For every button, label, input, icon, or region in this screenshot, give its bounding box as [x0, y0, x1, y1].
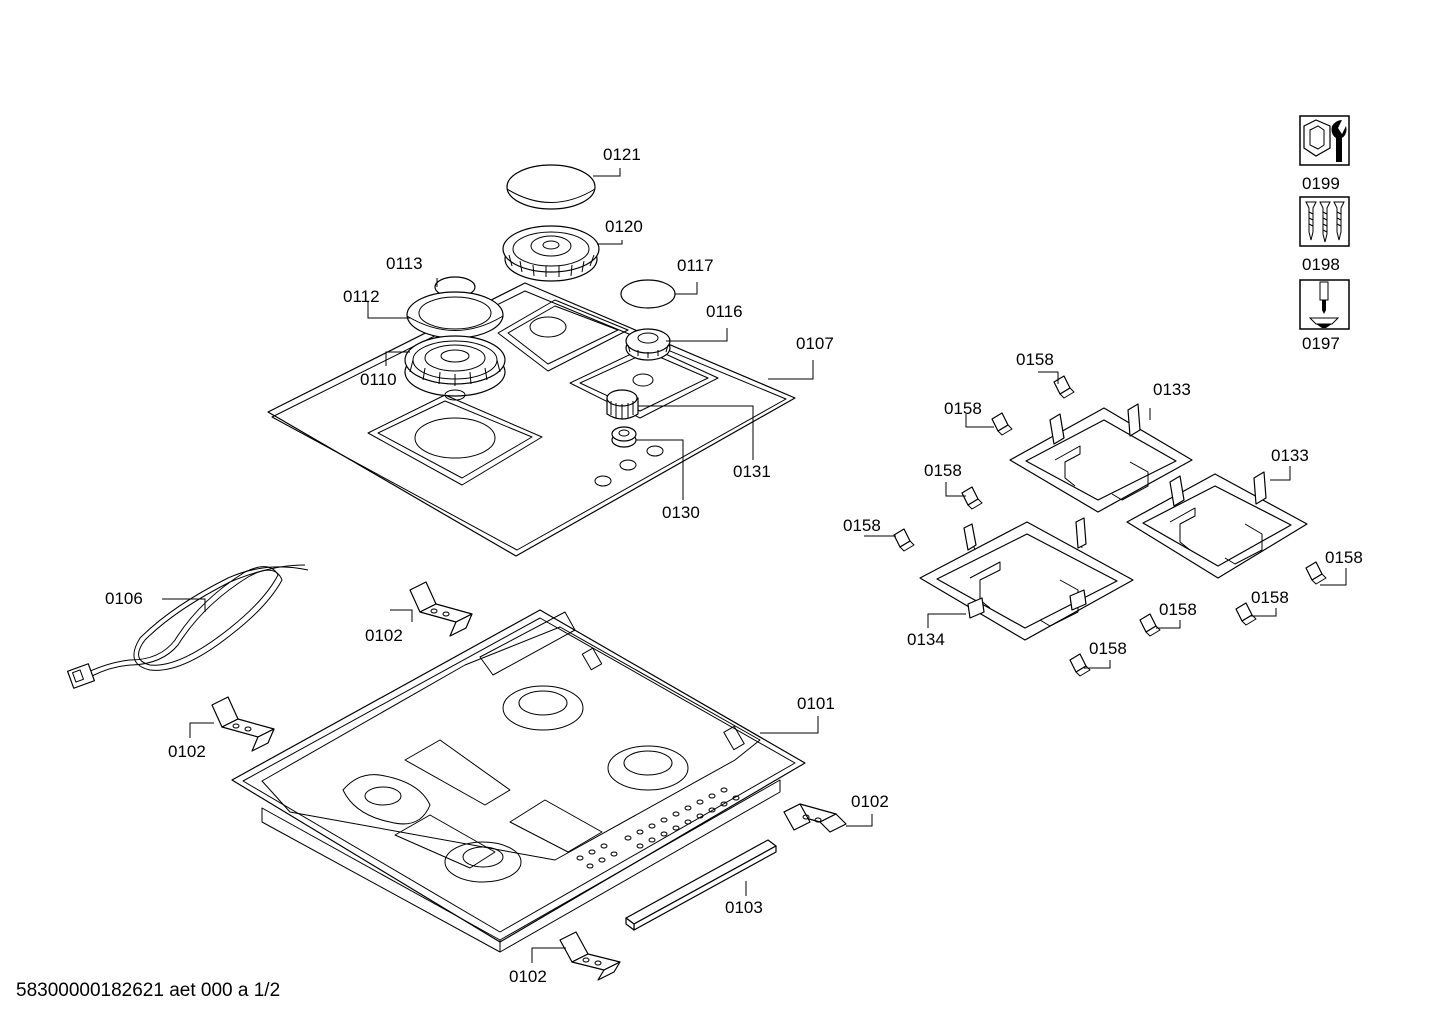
wok-burner-base: [404, 335, 506, 401]
label-0106: 0106: [105, 589, 143, 608]
rubber-foot-clips: [893, 375, 1327, 677]
label-0117: 0117: [677, 256, 714, 275]
clip-1: [1053, 375, 1075, 399]
burner-crown-large: [502, 225, 600, 282]
part-labels: 0121 0120 0113 0117 0112 0116 0107 0110 …: [105, 145, 1363, 986]
knob-bezel: [611, 426, 637, 448]
label-0120: 0120: [605, 217, 643, 236]
mounting-clamp-c: [783, 803, 847, 833]
label-0121: 0121: [603, 145, 641, 164]
control-knob: [606, 389, 639, 420]
label-0158-5: 0158: [1325, 548, 1363, 567]
base-tray: [231, 609, 806, 953]
label-0113: 0113: [386, 254, 423, 273]
pan-support-right-bottom: [1126, 471, 1308, 579]
label-0133-top: 0133: [1153, 380, 1191, 399]
label-0158-1: 0158: [1016, 350, 1054, 369]
leader-lines: [162, 168, 1347, 963]
mounting-clamp-b: [211, 696, 275, 752]
legend-label-0198: 0198: [1302, 255, 1340, 274]
mounting-clamp-d: [559, 931, 621, 981]
screws-icon: [1299, 196, 1350, 247]
clip-4: [893, 528, 915, 552]
burner-small: [625, 328, 671, 361]
screwdriver-icon: [1299, 279, 1350, 330]
burner-cap-small: [620, 279, 676, 309]
label-0158-4: 0158: [843, 516, 881, 535]
label-0133-right: 0133: [1271, 446, 1309, 465]
label-0116: 0116: [706, 302, 743, 321]
label-0131: 0131: [733, 462, 771, 481]
label-0101: 0101: [797, 694, 835, 713]
label-0110: 0110: [360, 370, 397, 389]
label-0158-7: 0158: [1159, 600, 1197, 619]
legend: 0199 0198 0197: [1299, 115, 1350, 353]
pan-support-left: [919, 517, 1134, 641]
cooktop-top-plate: [267, 282, 796, 557]
label-0158-8: 0158: [1089, 639, 1127, 658]
pan-support-right-top: [1009, 403, 1193, 513]
label-0130: 0130: [662, 503, 700, 522]
label-0103: 0103: [725, 898, 763, 917]
burner-cap-large: [506, 164, 596, 210]
legend-label-0197: 0197: [1302, 334, 1340, 353]
label-0107: 0107: [796, 334, 834, 353]
mounting-clamp-a: [409, 581, 473, 637]
label-0112: 0112: [343, 287, 380, 306]
wrench-nut-icon: [1299, 115, 1350, 166]
label-0102-bottom: 0102: [509, 967, 547, 986]
label-0134: 0134: [907, 630, 945, 649]
clip-6: [1235, 602, 1257, 626]
seal-strip: [625, 839, 777, 931]
clip-7: [1139, 613, 1161, 637]
label-0158-2: 0158: [944, 399, 982, 418]
power-cable: [66, 564, 309, 689]
label-0102-top: 0102: [365, 626, 403, 645]
label-0158-3: 0158: [924, 461, 962, 480]
clip-2: [991, 412, 1013, 436]
vent-holes: [576, 787, 740, 869]
clip-3: [961, 486, 983, 510]
label-0102-right: 0102: [851, 792, 889, 811]
label-0158-6: 0158: [1251, 588, 1289, 607]
wok-burner-ring: [406, 291, 504, 339]
clip-8: [1069, 653, 1091, 677]
legend-label-0199: 0199: [1302, 174, 1340, 193]
label-0102-left: 0102: [168, 742, 206, 761]
clip-5: [1305, 561, 1327, 585]
document-footer: 58300000182621 aet 000 a 1/2: [16, 980, 281, 1001]
